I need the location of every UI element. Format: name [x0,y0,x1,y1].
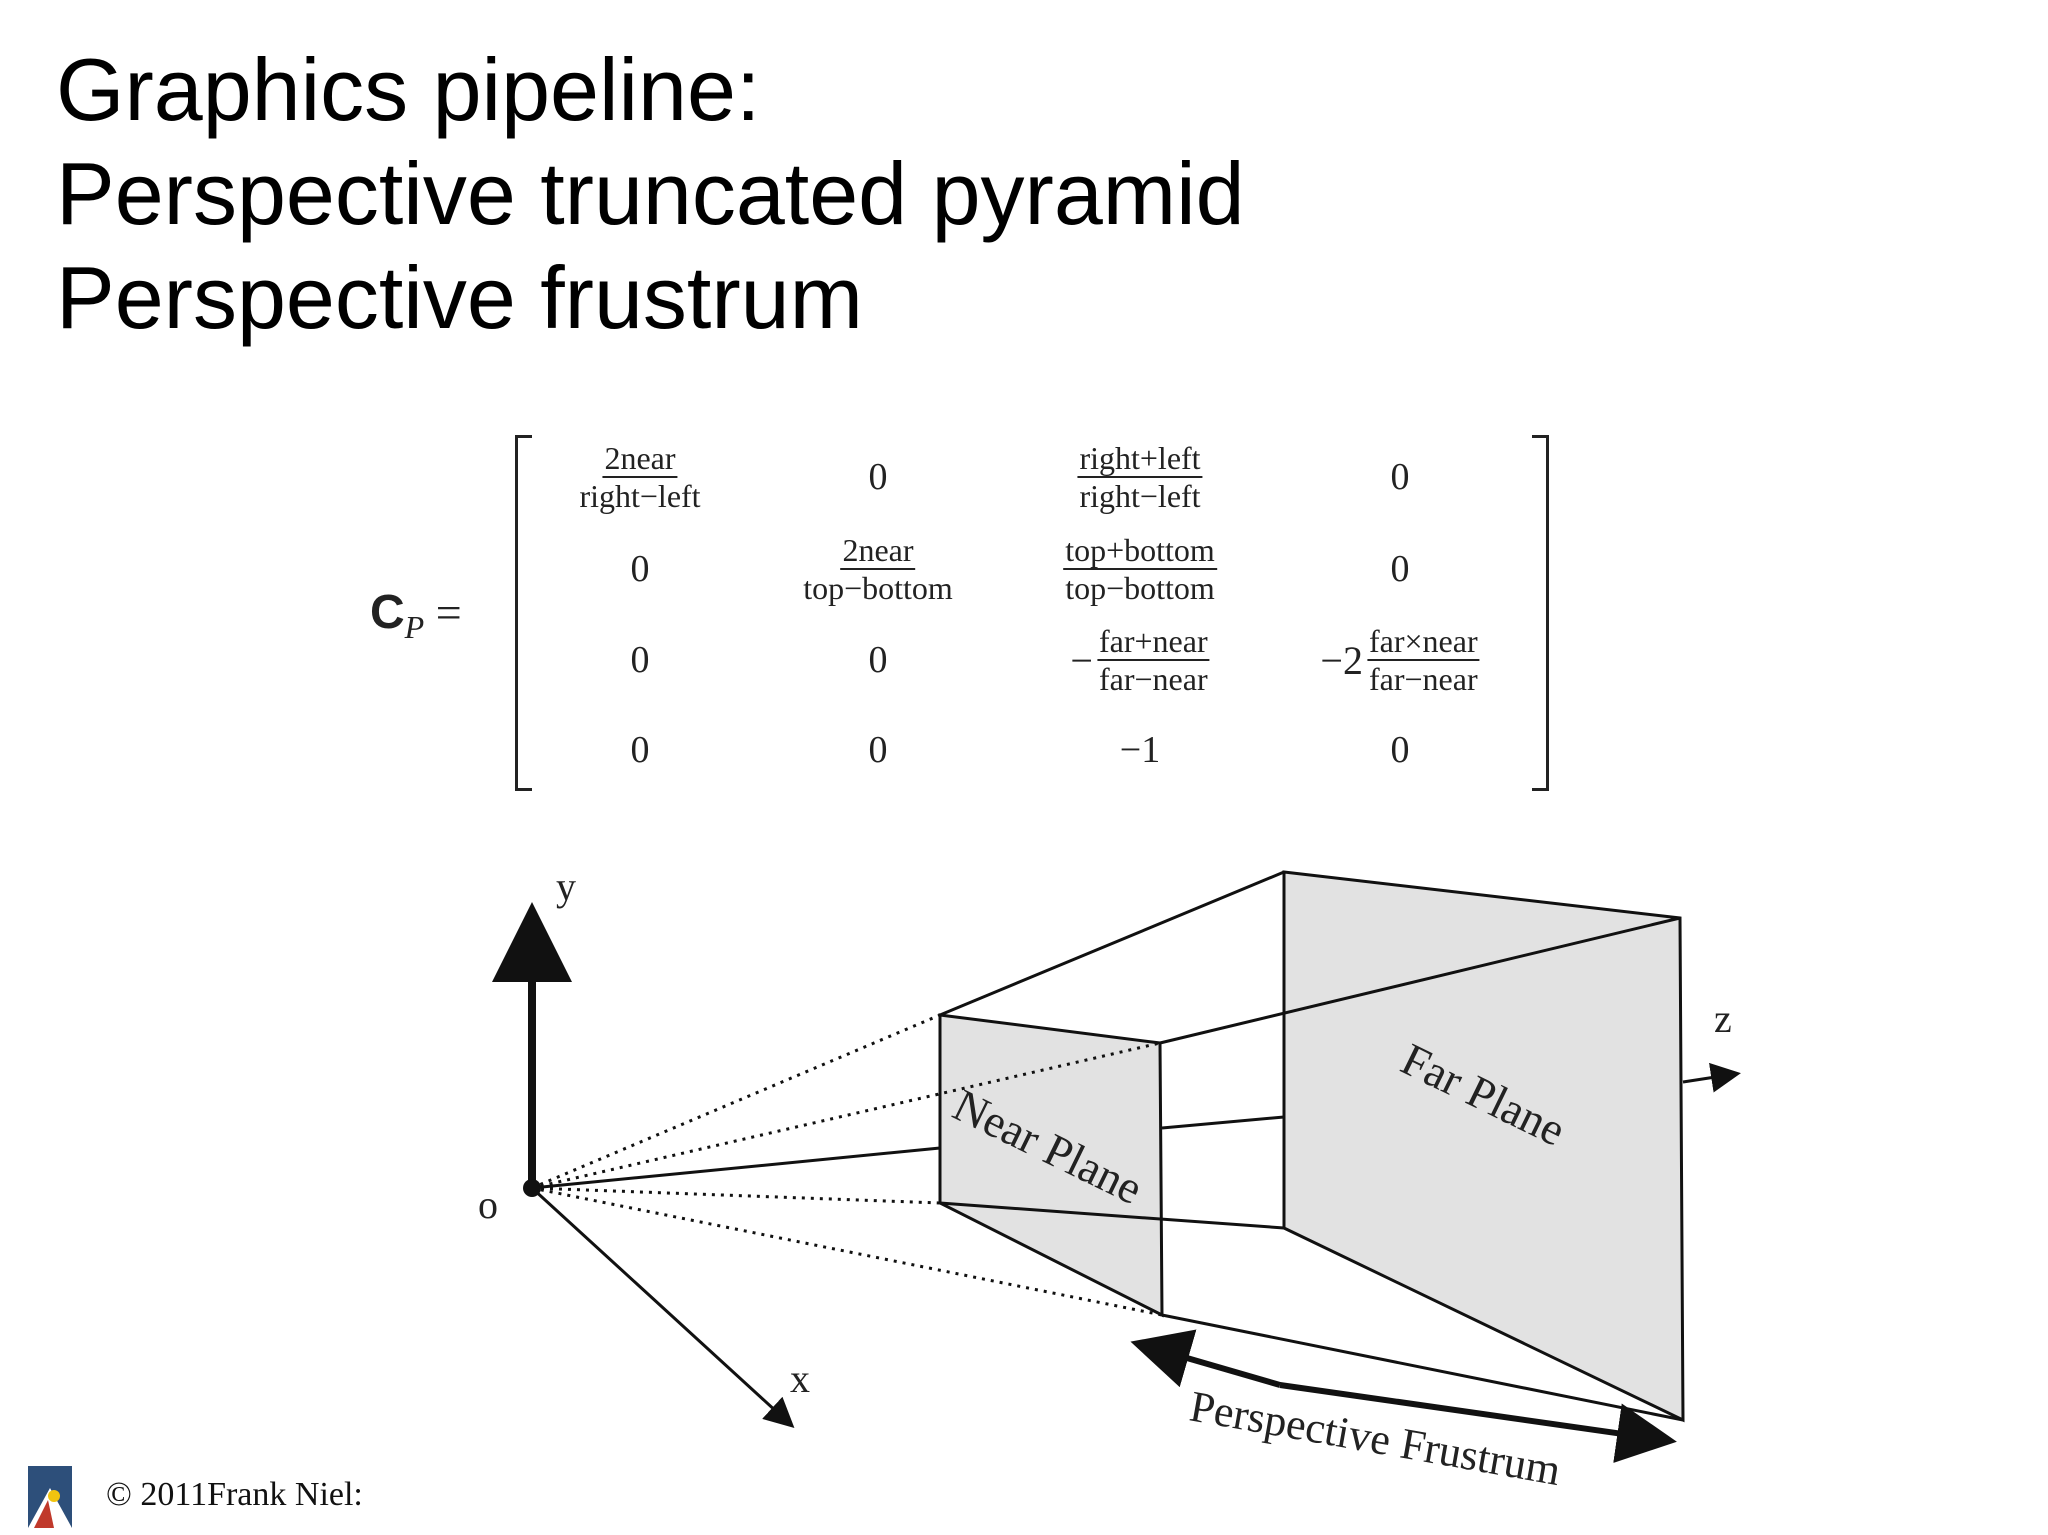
matrix-cell-value: −1 [1119,729,1161,771]
label-origin: o [478,1182,498,1227]
origin-to-near-line [531,1146,941,1190]
fraction-denominator: right−left [1079,478,1201,514]
frustum-length-arrow-start [1130,1329,1281,1388]
matrix-cell: 0 [631,547,650,591]
fraction-denominator: far−near [1368,661,1478,697]
fraction-denominator: far−near [1098,661,1208,697]
frustum-center-line [1161,1115,1285,1130]
far-plane [1282,870,1685,1423]
title-line-1: Graphics pipeline: [56,40,761,139]
dotted-ray-middle [531,1186,941,1205]
matrix-right-bracket [1532,435,1549,791]
fraction-denominator: right−left [579,478,701,514]
frustum-edge-bottom-right [1161,1313,1684,1422]
label-z: z [1714,996,1732,1041]
matrix-cell-value: 0 [630,729,650,771]
fraction-numerator: top+bottom [1063,532,1217,570]
matrix-cell: 0 [631,728,650,772]
matrix-cell-value: 0 [1390,456,1410,498]
matrix-cell-value: 0 [868,639,888,681]
z-axis-arrow [1682,1062,1741,1093]
frustum-edge-top-left [939,870,1285,1017]
fraction-numerator: far×near [1366,623,1480,661]
frustum-edge-bottom-left [939,1201,1285,1230]
label-y: y [556,864,576,909]
matrix-letter: C [370,586,405,639]
matrix-cell-prefix: −2 [1320,637,1363,683]
matrix-cell: 0 [869,728,888,772]
matrix-cell-value: 0 [868,456,888,498]
frustum-length-arrow-end [1279,1382,1677,1463]
fraction-numerator: 2near [840,532,916,570]
fraction-denominator: top−bottom [803,570,953,606]
fraction-numerator: far+near [1096,623,1210,661]
title-line-3: Perspective frustrum [56,248,863,347]
matrix-cell: −1 [1120,728,1160,772]
origin-point [523,1179,541,1197]
fraction-denominator: top−bottom [1065,570,1215,606]
matrix-cell: 0 [1391,728,1410,772]
matrix-cell-value: 0 [868,729,888,771]
matrix-cell-value: 0 [630,639,650,681]
matrix-cell: 0 [869,455,888,499]
x-axis [530,1186,795,1429]
matrix-cell-value: 0 [1390,729,1410,771]
matrix-cell-prefix: − [1070,637,1093,683]
matrix-equals: = [435,587,462,638]
matrix-cell: 0 [1391,455,1410,499]
matrix-left-bracket [515,435,532,791]
matrix-cell: 0 [631,638,650,682]
fraction-numerator: right+left [1077,440,1203,478]
matrix-cell: 0 [869,638,888,682]
fraction-numerator: 2near [602,440,678,478]
matrix-cell: 0 [1391,547,1410,591]
frustum-edge-top-right [1159,916,1681,1045]
institution-logo [28,1466,72,1528]
matrix-symbol: CP = [370,585,462,646]
dotted-ray-upper [531,1013,941,1190]
label-x: x [790,1356,810,1401]
title-line-2: Perspective truncated pyramid [56,144,1245,243]
matrix-subscript: P [404,609,425,646]
copyright-text: © 2011Frank Niel: [106,1476,363,1513]
slide-title: Graphics pipeline: Perspective truncated… [56,38,1245,350]
matrix-cell-value: 0 [630,548,650,590]
matrix-cell-value: 0 [1390,548,1410,590]
